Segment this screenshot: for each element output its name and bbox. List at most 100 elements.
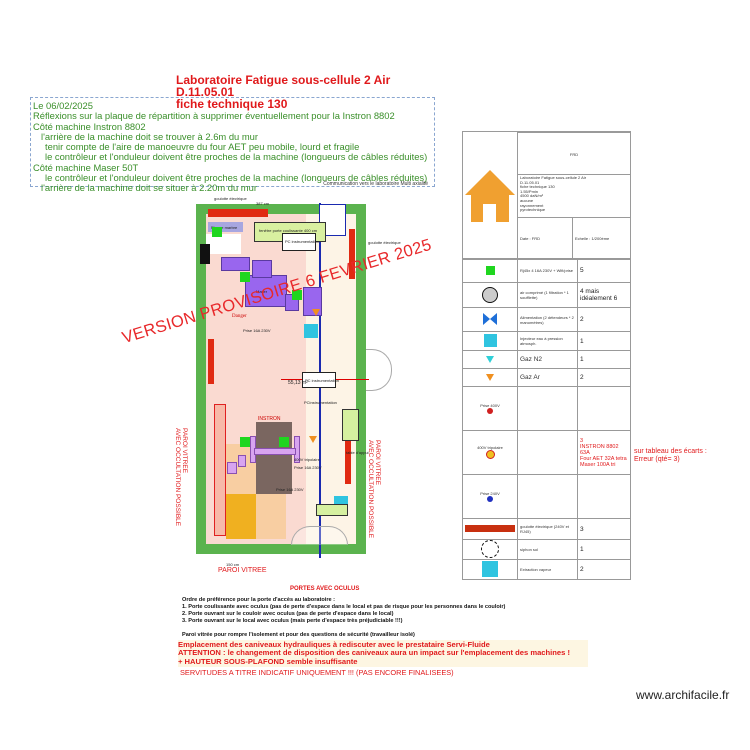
servitudes-note: SERVITUDES A TITRE INDICATIF UNIQUEMENT …: [180, 668, 454, 677]
legend-row: Rj45x 4 16A 230V + Wifi/prise 5: [462, 258, 631, 283]
tripolaire-label: 400V tripolaire: [294, 457, 320, 462]
communication-note: Communication vers le laboratoire Multi …: [323, 180, 428, 187]
extraction-icon: [482, 561, 498, 577]
notes-box: Le 06/02/2025 Réflexions sur la plaque d…: [30, 97, 435, 193]
air-detendeur-icon: [483, 313, 497, 325]
prise-rj45-icon: [240, 272, 250, 282]
prise-rj45-icon: [240, 437, 250, 447]
danger-label: Danger: [232, 314, 247, 319]
floor-plan[interactable]: fenêtre porte coulissante 400 cm Plaque …: [196, 196, 401, 567]
instron-label: INSTRON: [258, 416, 281, 422]
house-icon: [465, 170, 515, 222]
goulotte-left: [208, 339, 214, 384]
note-line: l'arrière de la machine doit se trouver …: [41, 130, 258, 142]
legend-row: air comprimé (1 filtration * 1 soufflett…: [462, 282, 631, 308]
gaz-n2-icon: [486, 355, 494, 363]
legend-row: Extraction vapeur 2: [462, 559, 631, 580]
title-line: D.11.05.01: [176, 85, 235, 99]
credit-link[interactable]: www.archifacile.fr: [636, 688, 730, 702]
note-line: Côté machine Instron 8802: [33, 120, 146, 132]
maser-machine: Maser: [245, 275, 287, 307]
note-line: l'arrière de la machine doit se situer à…: [41, 182, 257, 194]
legend-row: Gaz N2 1: [462, 350, 631, 369]
prise-rj45-icon: [292, 290, 302, 300]
note-line: Côté machine Maser 50T: [33, 161, 139, 173]
cartouche-top: FRD: [517, 132, 631, 175]
extraction-icon: [304, 324, 318, 338]
legend-row: Prise 400V: [462, 386, 631, 431]
door-right: [366, 349, 392, 391]
goulotte-right-2: [345, 439, 351, 484]
legend-row: Injecteur eau à pression atmosph. 1: [462, 331, 631, 351]
caniveau-left: [214, 404, 226, 536]
error-note: sur tableau des écarts : Erreur (qté= 3): [634, 448, 707, 463]
siphon-icon: [481, 540, 499, 558]
instron-crosshead: [254, 448, 296, 455]
gaz-ar-icon: [312, 309, 320, 316]
instron-controller: [238, 455, 246, 467]
note-line: tenir compte de l'aire de manoeuvre du f…: [45, 141, 360, 153]
prise-label: Prise 16A 230V: [276, 487, 304, 492]
note-line: le contrôleur et l'onduleur doivent être…: [45, 172, 428, 184]
instron-onduleur: [227, 462, 237, 474]
surface-label: 55,13 m²: [288, 380, 308, 386]
legend-row: Prise 240V: [462, 474, 631, 519]
prise-240v-icon: [487, 495, 493, 502]
pc-label: PCinstrumentation: [304, 400, 337, 405]
dim-bottom: 150 cm: [226, 562, 240, 567]
cartouche: FRD Laboratoire Fatigue sous-cellule 2 A…: [462, 131, 631, 260]
prise-400v-tripolaire-icon: [485, 450, 495, 459]
goulotte-right: [349, 229, 355, 279]
wall-bottom: [196, 544, 366, 554]
prise-rj45-icon: [212, 227, 222, 237]
legend-row: Gaz Ar 2: [462, 368, 631, 387]
instron-machine: [256, 422, 292, 494]
gaz-ar-icon: [309, 436, 317, 443]
note-line: le contrôleur et l'onduleur doivent être…: [45, 151, 428, 163]
maser-controller: [221, 257, 250, 271]
note-line: Réflexions sur la plaque de répartition …: [33, 110, 395, 122]
warnings-box: Emplacement des caniveaux hydrauliques à…: [178, 640, 588, 668]
door-bottom: [291, 526, 348, 545]
black-box: [200, 244, 210, 264]
ordre-preference: Ordre de préférence pour la porte d'accè…: [182, 597, 506, 638]
wall-left: [196, 204, 206, 554]
four-aet: [226, 494, 256, 539]
prise-rj45-icon: [279, 437, 289, 447]
paroi-bottom-label: PAROI VITREE: [218, 567, 267, 574]
prise-label: Prise 16A 230V: [294, 465, 322, 470]
legend-row: 400V tripolaire 3 INSTRON 8802 63A Four …: [462, 430, 631, 475]
plaque-area: [206, 234, 241, 254]
air-comprime-icon: [482, 286, 498, 303]
pc-instrumentation-2: PC instrumentation: [302, 372, 339, 388]
goulotte-icon: [465, 525, 515, 532]
wall-top: [196, 204, 366, 214]
table-appui: [342, 409, 359, 441]
page-title: Laboratoire Fatigue sous-cellule 2 Air D…: [176, 74, 390, 110]
table-label: table d'appui: [346, 450, 369, 455]
maser-onduleur: [252, 260, 272, 278]
portes-label: PORTES AVEC OCULUS: [290, 586, 360, 592]
paroi-left-label: PAROI VITREE AVEC OCCULTATION POSSIBLE: [174, 428, 188, 527]
legend-row: siphon sol 1: [462, 539, 631, 560]
goulotte-top: [208, 209, 268, 217]
legend-row: Alimentation (2 détendeurs * 2 manomètre…: [462, 307, 631, 332]
cartouche-date: Date : FRD: [517, 217, 573, 259]
injecteur-icon: [483, 334, 497, 347]
dim-top: 387 cm: [256, 201, 270, 206]
paroi-right-label: PAROI VITREE AVEC OCCULTATION POSSIBLE: [367, 440, 381, 539]
prise-400v-icon: [487, 407, 493, 414]
title-line: fiche technique 130: [176, 97, 288, 111]
legend-row: goulotte électrique (240V et RJ45) 3: [462, 518, 631, 540]
armoire-coulissante: [316, 504, 348, 516]
cartouche-echelle: Echelle : 1/200ème: [572, 217, 631, 259]
cartouche-logo: [463, 132, 518, 259]
gaz-ar-icon: [486, 373, 494, 381]
note-line: Le 06/02/2025: [33, 100, 93, 111]
plaque-marbre: Plaque marbre: [208, 222, 243, 232]
title-line: Laboratoire Fatigue sous-cellule 2 Air: [176, 73, 391, 87]
goulotte-right-label: goulotte électrique: [368, 240, 401, 245]
green-square-icon: [485, 265, 495, 275]
cartouche-desc: Laboratoire Fatigue sous-cellule 2 Air D…: [517, 174, 631, 218]
legend-table: Rj45x 4 16A 230V + Wifi/prise 5 air comp…: [462, 258, 631, 580]
